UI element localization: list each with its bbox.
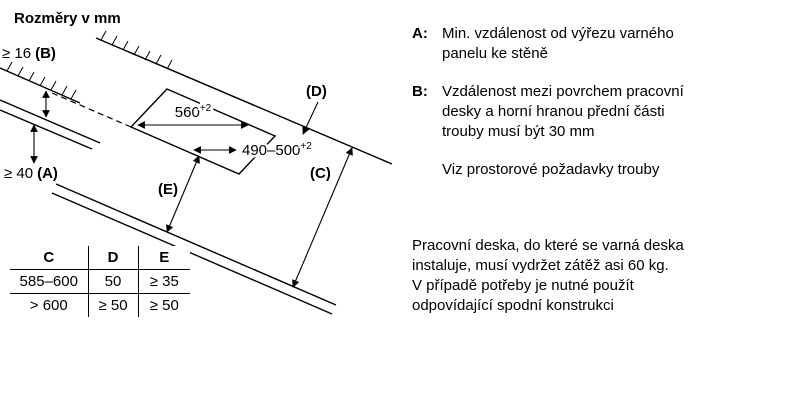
table-cell: 585–600 <box>10 269 88 294</box>
dim-a-label: ≥ 40(A) <box>4 165 58 182</box>
note-b: B: Vzdálenost mezi povrchem pracovní des… <box>412 82 742 142</box>
table-cell: ≥ 50 <box>137 293 190 317</box>
note-line: instaluje, musí vydržet zátěž asi 60 kg. <box>412 257 669 274</box>
letter-e-label: (E) <box>158 181 178 198</box>
dim-b-label: ≥ 16(B) <box>2 45 56 62</box>
note-letter-b: B: <box>412 83 428 100</box>
table-header-e: E <box>137 246 190 270</box>
note-line: desky a horní hranou přední části <box>442 103 665 120</box>
note-line: panelu ke stěně <box>442 45 548 62</box>
table-row: > 600 ≥ 50 ≥ 50 <box>10 293 190 317</box>
table-header-d: D <box>87 246 138 270</box>
table-cell: > 600 <box>29 297 68 314</box>
note-a: A: Min. vzdálenost od výřezu varného pan… <box>412 24 742 64</box>
worktop-back-hatching <box>100 30 173 70</box>
note-line: Min. vzdálenost od výřezu varného <box>442 25 674 42</box>
note-line: trouby musí být 30 mm <box>442 123 595 140</box>
cutout-depth-label: 490–500+2 <box>242 141 312 159</box>
table-cell: ≥ 50 <box>87 293 138 317</box>
page-title: Rozměry v mm <box>14 10 121 27</box>
side-wall-lines <box>0 99 101 150</box>
worktop-note: Pracovní deska, do které se varná deska … <box>412 236 742 316</box>
table-header-row: C D E <box>10 246 190 270</box>
worktop-front-edge-lines <box>51 183 337 315</box>
note-line: odpovídající spodní konstrukci <box>412 297 614 314</box>
note-see-also: Viz prostorové požadavky trouby <box>412 160 742 180</box>
hidden-edge-line <box>51 92 132 128</box>
note-letter-empty <box>412 160 442 180</box>
table-cell: 50 <box>87 269 138 294</box>
note-line: Pracovní deska, do které se varná deska <box>412 237 684 254</box>
table-row: 585–600 50 ≥ 35 <box>10 269 190 294</box>
letter-c-measure-arrow <box>292 147 353 288</box>
letter-d-leader-arrow <box>302 101 319 135</box>
letter-e-measure-arrow <box>166 155 200 233</box>
table-header-c: C <box>10 246 88 270</box>
dimensions-table: C D E 585–600 50 ≥ 35 > 600 ≥ 50 ≥ 50 <box>10 246 190 317</box>
letter-d-label: (D) <box>306 83 327 100</box>
note-letter-a: A: <box>412 25 428 42</box>
letter-c-label: (C) <box>310 165 331 182</box>
note-line: Vzdálenost mezi povrchem pracovní <box>442 83 684 100</box>
table-cell: ≥ 35 <box>137 269 190 294</box>
note-line: Viz prostorové požadavky trouby <box>442 161 660 178</box>
wall-hatching <box>6 61 77 100</box>
note-text-a: Min. vzdálenost od výřezu varného panelu… <box>442 24 674 64</box>
installation-diagram: ≥ 16(B) ≥ 40(A) 560+2 490–500+2 (D) (C) … <box>0 30 393 315</box>
notes-column: A: Min. vzdálenost od výřezu varného pan… <box>412 24 742 316</box>
note-text-see-also: Viz prostorové požadavky trouby <box>442 160 659 180</box>
note-text-b: Vzdálenost mezi povrchem pracovní desky … <box>442 82 684 142</box>
cutout-outline <box>129 88 277 175</box>
cutout-width-label: 560+2 <box>175 103 212 121</box>
note-line: V případě potřeby je nutné použít <box>412 277 634 294</box>
